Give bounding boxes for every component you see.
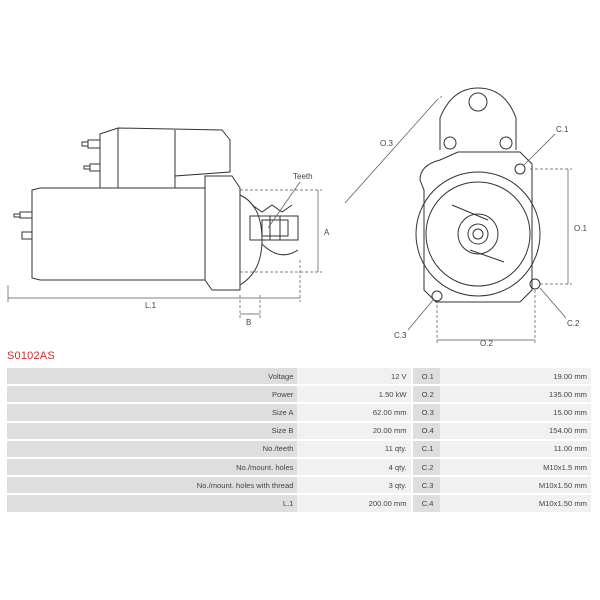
spec-code-value: 19.00 mm xyxy=(440,368,591,387)
dimension-o2-label-visible: O.2 xyxy=(480,339,493,348)
side-view xyxy=(13,127,299,291)
shaft-center xyxy=(467,223,489,245)
front-dimensions xyxy=(344,95,572,345)
dimension-c2-label: C.2 xyxy=(567,319,580,328)
spec-label: Size B xyxy=(7,422,298,441)
spec-label: No./mount. holes xyxy=(7,458,298,478)
dimension-l1-label: L.1 xyxy=(145,301,157,310)
spec-code-value: M10x1.50 mm xyxy=(440,495,591,514)
spec-gap xyxy=(410,368,413,387)
spec-code-value: 11.00 mm xyxy=(440,440,591,459)
spec-value: 12 V xyxy=(297,368,411,387)
mount-hole-c3 xyxy=(431,290,443,302)
spec-value: 1.50 kW xyxy=(297,386,411,405)
pinion xyxy=(249,215,299,241)
drive-housing xyxy=(204,175,241,291)
spec-value: 62.00 mm xyxy=(297,404,411,423)
dimension-c3-label: C.3 xyxy=(394,331,407,340)
dimension-b-label: B xyxy=(246,318,251,327)
solenoid xyxy=(99,127,231,189)
dimension-c1-label: C.1 xyxy=(556,125,569,134)
side-dimensions xyxy=(7,181,322,318)
teeth-label: Teeth xyxy=(293,172,313,181)
spec-code-value: 135.00 mm xyxy=(440,386,591,405)
dimension-a-label: A xyxy=(324,228,330,237)
motor-body xyxy=(31,187,206,281)
dimension-o3-label: O.3 xyxy=(380,139,393,148)
front-view xyxy=(415,87,541,303)
spec-value: 200.00 mm xyxy=(297,495,411,514)
spec-gap xyxy=(410,422,413,441)
spec-gap xyxy=(410,458,413,478)
spec-code: O.1 xyxy=(412,368,441,387)
part-code-title: S0102AS xyxy=(7,350,55,362)
spec-code-value: 15.00 mm xyxy=(440,404,591,423)
spec-gap xyxy=(410,386,413,405)
spec-label: Size A xyxy=(7,404,298,423)
spec-gap xyxy=(410,495,413,514)
spec-code: O.4 xyxy=(412,422,441,441)
spec-code: C.2 xyxy=(412,458,441,478)
spec-label: L.1 xyxy=(7,495,298,514)
spec-code-value: M10x1.5 mm xyxy=(440,458,591,478)
spec-code: O.3 xyxy=(412,404,441,423)
spec-code: C.4 xyxy=(412,495,441,514)
spec-code: C.3 xyxy=(412,477,441,496)
spec-code-value: 154.00 mm xyxy=(440,422,591,441)
spec-label: Power xyxy=(7,386,298,405)
spec-gap xyxy=(410,440,413,459)
spec-code: C.1 xyxy=(412,440,441,459)
dimension-o1-label: O.1 xyxy=(574,224,587,233)
mounting-flange xyxy=(419,151,533,303)
spec-gap xyxy=(410,477,413,496)
mount-hole-c1 xyxy=(514,163,526,175)
solenoid-terminal xyxy=(87,139,101,149)
spec-value: 4 qty. xyxy=(297,458,411,478)
housing-ring-outer xyxy=(415,171,541,297)
solenoid-lobe xyxy=(439,87,517,150)
spec-value: 20.00 mm xyxy=(297,422,411,441)
spec-value: 11 qty. xyxy=(297,440,411,459)
starter-technical-drawing: Teeth A L.1 B xyxy=(7,87,587,345)
spec-label: No./mount. holes with thread xyxy=(7,477,298,496)
spec-label: Voltage xyxy=(7,368,298,387)
spec-gap xyxy=(410,404,413,423)
spec-label: No./teeth xyxy=(7,440,298,459)
rear-terminal xyxy=(19,211,33,219)
spec-code-value: M10x1.50 mm xyxy=(440,477,591,496)
spec-value: 3 qty. xyxy=(297,477,411,496)
spec-code: O.2 xyxy=(412,386,441,405)
